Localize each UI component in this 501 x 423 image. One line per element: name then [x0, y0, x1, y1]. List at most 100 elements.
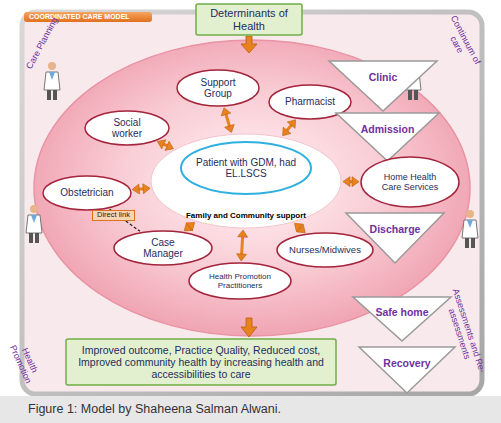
node-text: Case Manager: [139, 237, 187, 260]
care-ellipse: [34, 40, 470, 336]
stage-triangle: Admission: [335, 112, 440, 162]
outer-frame: [22, 12, 482, 394]
connector-line: [349, 180, 353, 183]
node-outline: [358, 346, 456, 394]
double-arrow: [132, 184, 150, 194]
box-outline: [66, 339, 336, 385]
arrow-head: [287, 120, 295, 129]
doctor-head: [48, 62, 56, 70]
arrow-head: [283, 127, 291, 136]
down-arrow: [241, 318, 257, 337]
ellipse-outline: [177, 70, 259, 106]
outcome-box: Determinants of Health: [195, 3, 303, 36]
doctor-leg: [29, 233, 33, 243]
doctor-head: [30, 205, 38, 213]
box-outline: [196, 4, 302, 35]
role-ellipse: Nurses/Midwives: [276, 232, 374, 268]
node-text: Patient with GDM, had EL.LSCS: [194, 157, 298, 180]
role-ellipse: Case Manager: [113, 230, 213, 266]
node-outline: [352, 296, 452, 342]
role-ellipse: Support Group: [176, 69, 260, 107]
ellipse-outline: [43, 176, 131, 210]
doctor-leg: [53, 90, 57, 100]
doctor-figure: [26, 205, 42, 243]
double-arrow: [157, 140, 173, 151]
ellipse-outline: [189, 263, 291, 299]
node-text: Support Group: [190, 77, 246, 100]
node-text: Improved outcome, Practice Quality, Redu…: [73, 344, 329, 380]
ellipse-outline: [85, 111, 169, 145]
doctor-figure: [44, 62, 60, 100]
doctor-leg: [471, 238, 475, 248]
arrow-head: [157, 140, 165, 149]
node-outline: [345, 212, 445, 264]
role-ellipse: Home Health Care Services: [360, 156, 460, 208]
connector-line: [138, 187, 144, 190]
role-ellipse: Obstetrician: [42, 175, 132, 211]
doctor-leg: [35, 233, 39, 243]
doctor-shirt: [467, 220, 473, 228]
connector-line: [189, 225, 190, 229]
arrow-head: [352, 177, 359, 187]
connector-line: [163, 144, 168, 146]
role-ellipse: Social worker: [84, 110, 170, 146]
node-text: Admission: [361, 123, 415, 135]
triangle-outline: [346, 213, 444, 263]
stage-triangle: Discharge: [345, 212, 445, 264]
double-arrow: [184, 222, 195, 230]
stage-triangle: Recovery: [358, 346, 456, 394]
double-arrow: [343, 177, 359, 187]
doctor-shirt: [49, 72, 55, 80]
arrow-head: [184, 223, 193, 231]
role-ellipse: Health Promotion Practitioners: [188, 262, 292, 300]
arrow-head: [343, 177, 350, 187]
node-text: Recovery: [383, 357, 430, 369]
node-outline: [335, 112, 440, 162]
doctor-leg: [408, 90, 412, 100]
arrow-head: [186, 222, 195, 230]
stage-triangle: Safe home: [352, 296, 452, 342]
stage-triangle: Clinic: [328, 60, 438, 112]
double-arrow: [237, 230, 248, 261]
triangle-outline: [359, 347, 455, 393]
node-text: Determinants of Health: [199, 7, 299, 32]
doctor-leg: [465, 238, 469, 248]
node-text: Family and Community support: [186, 211, 306, 220]
connector-line: [286, 124, 291, 131]
node-outline: [328, 60, 438, 112]
ellipse-outline: [277, 233, 373, 267]
outcome-box: Improved outcome, Practice Quality, Redu…: [65, 338, 337, 386]
doctor-leg: [47, 90, 51, 100]
center-ellipse: Family and Community support Patient with…: [150, 133, 342, 229]
node-text: Obstetrician: [60, 187, 113, 199]
triangle-outline: [329, 61, 437, 111]
doctor-coat: [462, 220, 478, 238]
node-text: Clinic: [369, 71, 398, 83]
arrow-head: [132, 184, 139, 194]
doctor-coat: [26, 215, 42, 233]
ellipse-outline: [114, 231, 212, 265]
node-text: Social worker: [100, 117, 154, 140]
ellipse-outline: [151, 134, 341, 228]
doctor-coat: [44, 72, 60, 90]
node-text: Nurses/Midwives: [289, 245, 361, 256]
ellipse-outline: [181, 142, 311, 194]
double-arrow: [294, 223, 305, 232]
triangle-outline: [353, 297, 451, 341]
triangle-outline: [336, 113, 439, 161]
arrow-head: [237, 254, 247, 261]
down-arrow: [241, 36, 257, 53]
edge-label: Direct link: [92, 210, 135, 221]
connector-line: [226, 114, 230, 127]
node-text: Safe home: [375, 306, 428, 318]
connector-line: [242, 236, 243, 255]
patient-ellipse: Patient with GDM, had EL.LSCS: [180, 141, 312, 195]
arrow-head: [297, 224, 306, 232]
arrow-head: [143, 184, 150, 194]
node-text: Pharmacist: [285, 96, 335, 108]
node-text: Discharge: [370, 223, 421, 235]
doctor-shirt: [31, 215, 37, 223]
arrow-head: [221, 108, 231, 116]
